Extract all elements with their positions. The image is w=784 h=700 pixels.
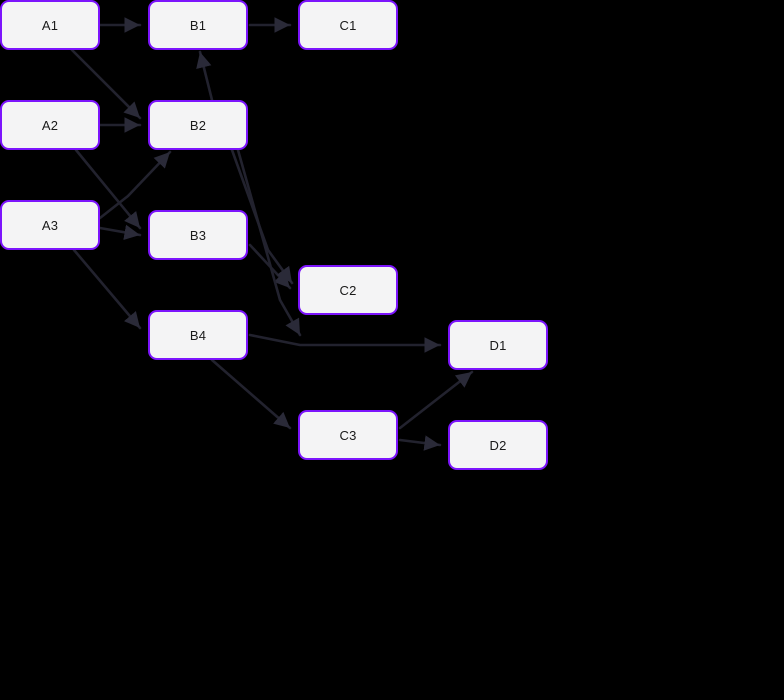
node-label: B3 — [189, 227, 207, 243]
node-b1[interactable]: B1 — [148, 0, 248, 50]
node-b4[interactable]: B4 — [148, 310, 248, 360]
edge-b4-to-c3 — [210, 358, 292, 430]
edge-c3-to-d2 — [398, 435, 442, 451]
node-a2[interactable]: A2 — [0, 100, 100, 150]
node-label: A1 — [41, 17, 59, 33]
node-label: C3 — [339, 427, 357, 443]
node-label: C1 — [339, 17, 357, 33]
edge-b4-to-d1 — [248, 333, 442, 353]
node-a1[interactable]: A1 — [0, 0, 100, 50]
node-label: A2 — [41, 117, 59, 133]
node-c2[interactable]: C2 — [298, 265, 398, 315]
node-label: A3 — [41, 217, 59, 233]
edge-a3-to-b4 — [72, 248, 142, 330]
edge-a3-to-b2 — [98, 150, 172, 220]
node-c1[interactable]: C1 — [298, 0, 398, 50]
node-d2[interactable]: D2 — [448, 420, 548, 470]
edge-b2-to-b1 — [196, 50, 214, 102]
node-label: B2 — [189, 117, 207, 133]
node-d1[interactable]: D1 — [448, 320, 548, 370]
edge-a3-to-b3 — [98, 224, 142, 240]
node-label: B4 — [189, 327, 207, 343]
node-b2[interactable]: B2 — [148, 100, 248, 150]
node-label: B1 — [189, 17, 207, 33]
node-a3[interactable]: A3 — [0, 200, 100, 250]
node-label: D2 — [489, 437, 507, 453]
node-c3[interactable]: C3 — [298, 410, 398, 460]
edge-b3-to-c2 — [248, 243, 292, 290]
node-b3[interactable]: B3 — [148, 210, 248, 260]
node-label: C2 — [339, 282, 357, 298]
edges — [70, 17, 474, 451]
node-label: D1 — [489, 337, 507, 353]
